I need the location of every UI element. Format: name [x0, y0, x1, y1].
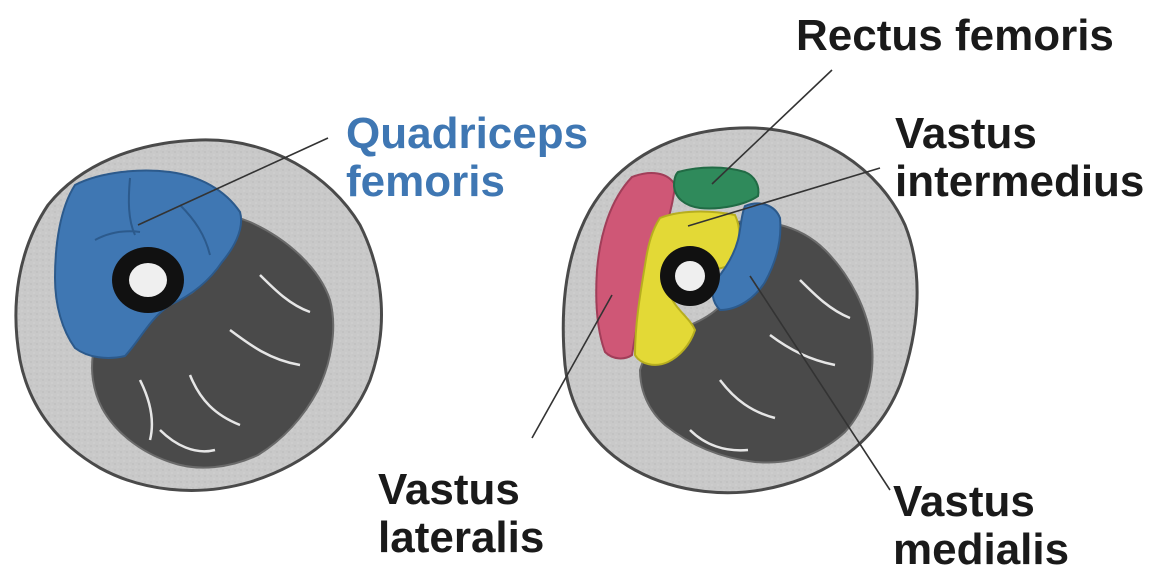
label-vastus-lateralis: Vastus lateralis: [378, 466, 544, 562]
label-vastus-lateralis-line-1: Vastus: [378, 466, 544, 514]
label-quadriceps-femoris: Quadriceps femoris: [346, 110, 588, 206]
label-rectus-femoris-line-1: Rectus femoris: [796, 12, 1114, 60]
label-vastus-intermedius-line-1: Vastus: [895, 110, 1144, 158]
label-vastus-intermedius: Vastus intermedius: [895, 110, 1144, 206]
label-vastus-medialis-line-2: medialis: [893, 526, 1069, 574]
right-rectus-femoris: [674, 168, 758, 209]
left-thigh-section: [16, 140, 382, 490]
left-femur-bone: [112, 247, 184, 313]
label-rectus-femoris: Rectus femoris: [796, 12, 1114, 60]
label-vastus-lateralis-line-2: lateralis: [378, 514, 544, 562]
right-femur-bone: [660, 246, 720, 306]
label-vastus-medialis-line-1: Vastus: [893, 478, 1069, 526]
label-quadriceps-line-2: femoris: [346, 158, 588, 206]
label-vastus-intermedius-line-2: intermedius: [895, 158, 1144, 206]
label-quadriceps-line-1: Quadriceps: [346, 110, 588, 158]
right-thigh-section: [563, 128, 917, 493]
label-vastus-medialis: Vastus medialis: [893, 478, 1069, 574]
